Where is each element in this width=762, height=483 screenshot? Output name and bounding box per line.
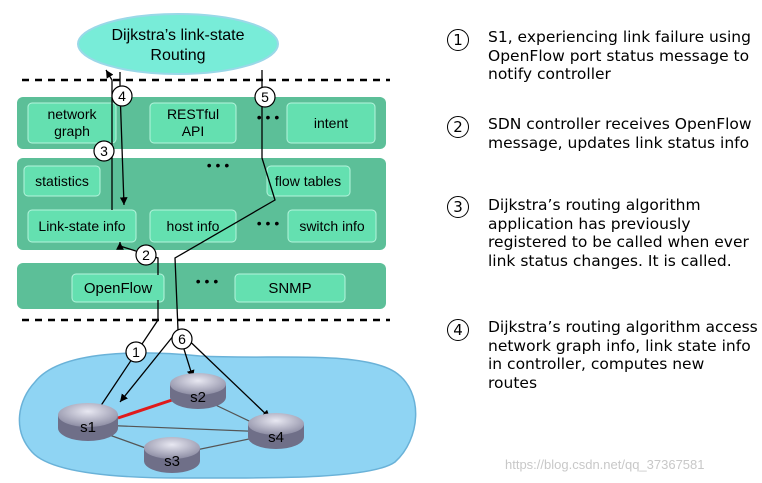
marker-6: 6 — [178, 331, 186, 347]
network-graph-label-2: graph — [54, 123, 90, 139]
switch-info-box — [287, 209, 377, 243]
host-info-box — [149, 209, 237, 243]
link-state-info-box — [27, 209, 137, 243]
switch-s2-label: s2 — [190, 389, 206, 406]
statistics-box — [23, 165, 101, 197]
switch-s2: s2 — [170, 373, 226, 409]
marker-1: 1 — [132, 344, 140, 360]
controller-state-layer: statistics • • • flow tables Link-state … — [17, 157, 386, 250]
switch-s1: s1 — [58, 403, 118, 441]
flow-tables-box — [266, 165, 351, 197]
ellipsis-dots: • • • — [196, 273, 219, 289]
switch-s3: s3 — [144, 437, 200, 473]
link-s1-s4 — [97, 424, 271, 433]
failed-link-s1-s2 — [117, 396, 179, 420]
intent-label: intent — [314, 115, 348, 131]
step-3-number: 3 — [447, 196, 469, 218]
step-4-text: Dijkstra’s routing algorithm access netw… — [488, 318, 758, 392]
rest-api-label-1: RESTful — [167, 106, 219, 122]
host-info-label: host info — [167, 218, 220, 234]
step-markers: 4 5 3 2 1 6 — [93, 85, 276, 363]
step-2-number: 2 — [447, 116, 469, 138]
snmp-label: SNMP — [268, 280, 311, 297]
routing-app-label-2: Routing — [150, 47, 205, 64]
step-2-text: SDN controller receives OpenFlow message… — [488, 115, 752, 152]
northbound-layer: network graph RESTful API • • • intent — [17, 97, 386, 149]
watermark: https://blog.csdn.net/qq_37367581 — [505, 457, 705, 472]
ellipsis-dots: • • • — [257, 215, 280, 231]
marker-3: 3 — [100, 143, 108, 159]
southbound-layer: OpenFlow • • • SNMP — [17, 263, 386, 309]
step-1-number: 1 — [447, 29, 469, 51]
step-1-text: S1, experiencing link failure using Open… — [488, 28, 751, 83]
rest-api-box — [149, 102, 237, 144]
snmp-box — [234, 273, 346, 303]
network-graph-label-1: network — [47, 106, 97, 122]
step-4-number: 4 — [447, 319, 469, 341]
switch-s4: s4 — [248, 413, 304, 449]
switch-info-label: switch info — [299, 218, 365, 234]
switch-s3-label: s3 — [164, 453, 180, 470]
rest-api-label-2: API — [182, 123, 205, 139]
routing-app: Dijkstra’s link-state Routing — [77, 13, 279, 75]
marker-5: 5 — [261, 89, 269, 105]
marker-2: 2 — [142, 247, 150, 263]
switch-s4-label: s4 — [268, 429, 284, 446]
openflow-box — [71, 273, 165, 303]
ellipsis-dots: • • • — [257, 109, 280, 125]
switch-s1-label: s1 — [80, 419, 96, 436]
openflow-label: OpenFlow — [84, 280, 153, 297]
message-flow-arrows — [97, 69, 276, 419]
link-state-info-label: Link-state info — [38, 218, 125, 234]
statistics-label: statistics — [35, 173, 89, 189]
flow-tables-label: flow tables — [275, 173, 341, 189]
intent-box — [286, 102, 376, 144]
marker-4: 4 — [118, 88, 126, 104]
network-graph-box — [27, 102, 117, 144]
step-3-text: Dijkstra’s routing algorithm application… — [488, 196, 749, 270]
ellipsis-dots: • • • — [207, 157, 230, 173]
routing-app-label-1: Dijkstra’s link-state — [111, 27, 244, 44]
network-cloud — [18, 352, 417, 479]
